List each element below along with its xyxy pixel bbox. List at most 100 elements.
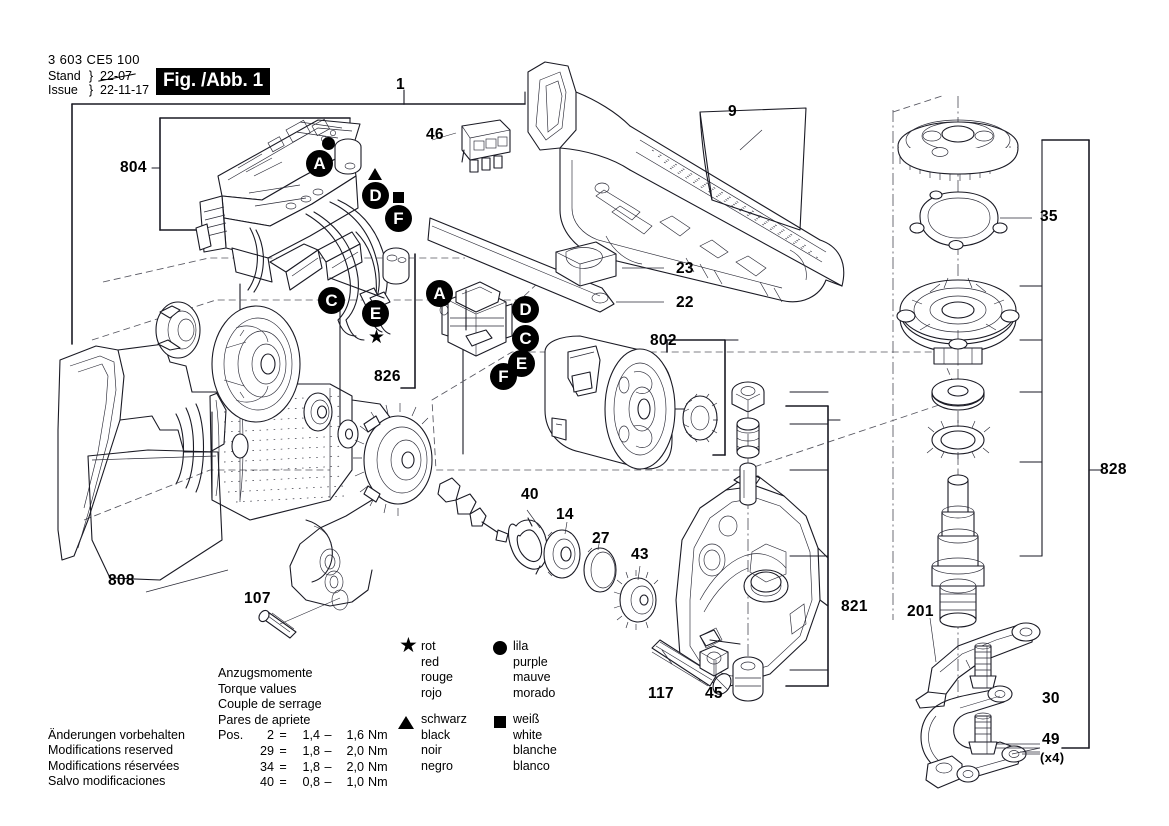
torque-pos: 2	[266, 728, 274, 743]
art-armature-shaft	[437, 477, 509, 543]
torque-unit: Nm	[368, 743, 388, 758]
torque-hi: 1,0	[346, 775, 364, 790]
art-clamp-30	[920, 685, 1027, 789]
art-bearing-14	[543, 529, 581, 579]
bubble-c1: C	[318, 287, 345, 314]
disclaimer-fr: Modifications réservées	[48, 758, 180, 773]
torque-pos-label: Pos.	[218, 728, 244, 743]
bracket-group-828	[1019, 139, 1103, 749]
callout-23: 23	[676, 260, 694, 277]
torque-eq: =	[279, 775, 287, 790]
bracket-group-1	[71, 89, 526, 345]
bubble-e1: E	[362, 300, 389, 327]
key-star-icon: ★	[399, 634, 418, 657]
bracket-group-802	[666, 339, 739, 456]
torque-eq: =	[279, 743, 287, 758]
callout-45: 45	[705, 685, 723, 702]
disclaimer-es: Salvo modificaciones	[48, 774, 166, 789]
torque-hi: 1,6	[346, 728, 364, 743]
art-crown-gear	[897, 119, 1019, 181]
callout-107: 107	[244, 590, 271, 607]
torque-title-de: Anzugsmomente	[218, 666, 313, 680]
bubble-c2: C	[512, 325, 539, 352]
art-housing-shell	[527, 61, 845, 303]
art-washer-828	[931, 378, 985, 411]
key-triangle-icon	[398, 716, 414, 729]
torque-dash: –	[324, 759, 332, 774]
circle-marker-icon	[322, 137, 335, 150]
disclaimer-block: Änderungen vorbehalten Modifications res…	[48, 728, 185, 790]
torque-hi: 2,0	[346, 743, 364, 758]
torque-lo: 1,8	[302, 759, 320, 774]
callout-821: 821	[841, 598, 868, 615]
art-bevel-gear-43	[613, 570, 659, 630]
bubble-d1: D	[362, 182, 389, 209]
callout-30: 30	[1042, 690, 1060, 707]
callout-49: 49	[1042, 731, 1060, 748]
torque-lo: 1,8	[302, 743, 320, 758]
torque-title-fr: Couple de serrage	[218, 697, 322, 712]
vent-hole-pattern	[651, 149, 819, 259]
art-switch-46	[461, 119, 511, 173]
art-motor	[544, 335, 718, 470]
torque-unit: Nm	[368, 775, 388, 790]
figure-badge: Fig. /Abb. 1	[156, 68, 270, 95]
revision-row-issue: Issue } 22-11-17	[48, 82, 150, 98]
triangle-marker-icon	[368, 168, 382, 180]
art-washer-826	[337, 419, 359, 449]
stand-brace: }	[88, 69, 94, 83]
document-part-number: 3 603 CE5 100	[48, 52, 140, 67]
callout-35: 35	[1040, 208, 1058, 225]
torque-pos: 29	[259, 743, 274, 758]
torque-hi: 2,0	[346, 759, 364, 774]
torque-lo: 0,8	[302, 775, 320, 790]
disclaimer-en: Modifications reserved	[48, 743, 174, 758]
torque-title-es: Pares de apriete	[218, 712, 311, 727]
art-screw-30	[969, 642, 997, 689]
torque-dash: –	[324, 743, 332, 758]
art-nut-821	[731, 381, 765, 413]
stand-label: Stand	[48, 69, 81, 83]
torque-table: Pos. 2 = 1,4 – 1,6 Nm 29 = 1,8 – 2,0 Nm …	[218, 728, 388, 790]
art-bearing-cap	[155, 301, 201, 359]
art-lever-201	[915, 622, 1041, 709]
callout-808: 808	[108, 572, 135, 589]
callout-14: 14	[556, 506, 574, 523]
art-spring-821	[736, 417, 760, 459]
art-gasket-35	[909, 190, 1008, 251]
table-row: 29 = 1,8 – 2,0 Nm	[218, 744, 388, 760]
art-bearing-flange	[896, 277, 1020, 365]
bubble-a2: A	[426, 280, 453, 307]
key-square-icon	[494, 716, 506, 728]
art-nut-45	[699, 645, 729, 677]
bracket-group-821	[785, 391, 841, 687]
art-fan-gear	[353, 403, 433, 516]
callout-43: 43	[631, 546, 649, 563]
torque-eq: =	[279, 728, 287, 743]
callout-201: 201	[907, 603, 934, 620]
callout-27: 27	[592, 530, 610, 547]
art-motor-pinion	[682, 393, 718, 443]
torque-unit: Nm	[368, 759, 388, 774]
torque-pos: 34	[259, 759, 274, 774]
callout-804: 804	[120, 159, 147, 176]
callout-40: 40	[521, 486, 539, 503]
bubble-f2: F	[490, 363, 517, 390]
torque-eq: =	[279, 759, 287, 774]
square-marker-icon	[393, 192, 404, 203]
art-bush-821	[732, 656, 764, 702]
torque-dash: –	[324, 728, 332, 743]
art-screw-49	[968, 712, 998, 755]
table-row: 34 = 1,8 – 2,0 Nm	[218, 760, 388, 776]
art-handle-half	[57, 343, 393, 611]
key-circle-icon	[493, 641, 507, 655]
disclaimer-de: Änderungen vorbehalten	[48, 728, 185, 742]
stand-date-struck: 22-07	[100, 69, 132, 83]
issue-date: 22-11-17	[100, 82, 150, 97]
bubble-d2: D	[512, 296, 539, 323]
art-pad-23	[555, 241, 617, 287]
callout-9: 9	[728, 103, 737, 120]
plane-outline-low	[83, 469, 330, 521]
